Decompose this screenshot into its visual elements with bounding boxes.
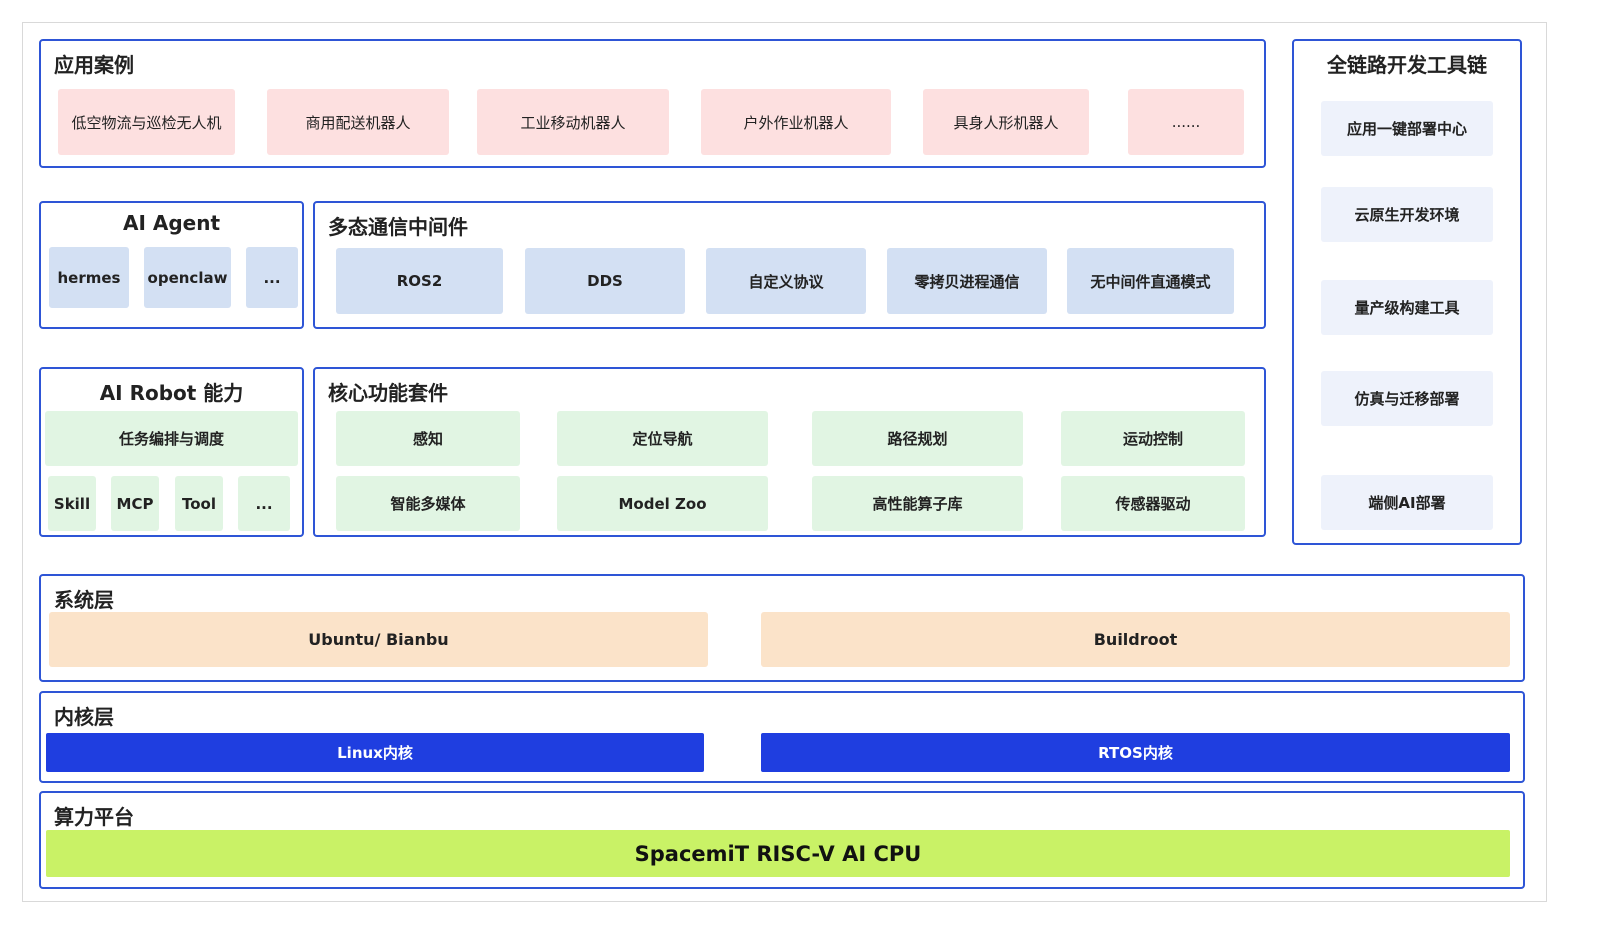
core-perception: 感知 <box>336 411 520 466</box>
system-layer-title: 系统层 <box>54 588 114 612</box>
ai-agent-panel: AI Agent hermes openclaw ... <box>39 201 304 329</box>
core-multimedia: 智能多媒体 <box>336 476 520 531</box>
core-kit-title: 核心功能套件 <box>328 381 448 405</box>
agent-hermes: hermes <box>49 247 129 308</box>
core-model-zoo: Model Zoo <box>557 476 768 531</box>
case-industrial-robot: 工业移动机器人 <box>477 89 669 155</box>
case-low-altitude-drone: 低空物流与巡检无人机 <box>58 89 235 155</box>
tool-simulation-deploy: 仿真与迁移部署 <box>1321 371 1493 426</box>
toolchain-title: 全链路开发工具链 <box>1327 53 1487 77</box>
ai-agent-title: AI Agent <box>122 211 221 235</box>
kernel-layer-panel: 内核层 Linux内核 RTOS内核 <box>39 691 1525 783</box>
middleware-direct-mode: 无中间件直通模式 <box>1067 248 1234 314</box>
agent-more: ... <box>246 247 298 308</box>
core-motion-control: 运动控制 <box>1061 411 1245 466</box>
kernel-rtos: RTOS内核 <box>761 733 1510 772</box>
case-more: ...... <box>1128 89 1244 155</box>
tool-edge-ai-deploy: 端侧AI部署 <box>1321 475 1493 530</box>
ai-robot-panel: AI Robot 能力 任务编排与调度 Skill MCP Tool ... <box>39 367 304 537</box>
case-humanoid-robot: 具身人形机器人 <box>923 89 1089 155</box>
core-localization: 定位导航 <box>557 411 768 466</box>
middleware-ros2: ROS2 <box>336 248 503 314</box>
middleware-zero-copy-ipc: 零拷贝进程通信 <box>887 248 1047 314</box>
kernel-layer-title: 内核层 <box>54 705 114 729</box>
os-buildroot: Buildroot <box>761 612 1510 667</box>
robot-tool: Tool <box>175 476 223 531</box>
core-operator-lib: 高性能算子库 <box>812 476 1023 531</box>
core-kit-panel: 核心功能套件 感知 定位导航 路径规划 运动控制 智能多媒体 Model Zoo… <box>313 367 1266 537</box>
middleware-title: 多态通信中间件 <box>328 215 468 239</box>
tool-cloud-native-env: 云原生开发环境 <box>1321 187 1493 242</box>
middleware-panel: 多态通信中间件 ROS2 DDS 自定义协议 零拷贝进程通信 无中间件直通模式 <box>313 201 1266 329</box>
os-ubuntu-bianbu: Ubuntu/ Bianbu <box>49 612 708 667</box>
system-layer-panel: 系统层 Ubuntu/ Bianbu Buildroot <box>39 574 1525 682</box>
application-title: 应用案例 <box>54 53 134 77</box>
cpu-spacemit-riscv: SpacemiT RISC-V AI CPU <box>46 830 1510 877</box>
core-sensor-driver: 传感器驱动 <box>1061 476 1245 531</box>
agent-openclaw: openclaw <box>144 247 231 308</box>
middleware-dds: DDS <box>525 248 685 314</box>
task-orchestration: 任务编排与调度 <box>45 411 298 466</box>
robot-skill: Skill <box>48 476 96 531</box>
robot-mcp: MCP <box>111 476 159 531</box>
tool-one-click-deploy: 应用一键部署中心 <box>1321 101 1493 156</box>
ai-robot-title: AI Robot 能力 <box>99 381 244 405</box>
case-delivery-robot: 商用配送机器人 <box>267 89 449 155</box>
kernel-linux: Linux内核 <box>46 733 704 772</box>
case-outdoor-robot: 户外作业机器人 <box>701 89 891 155</box>
compute-platform-panel: 算力平台 SpacemiT RISC-V AI CPU <box>39 791 1525 889</box>
robot-more: ... <box>238 476 290 531</box>
application-panel: 应用案例 低空物流与巡检无人机 商用配送机器人 工业移动机器人 户外作业机器人 … <box>39 39 1266 168</box>
core-path-planning: 路径规划 <box>812 411 1023 466</box>
toolchain-panel: 全链路开发工具链 应用一键部署中心 云原生开发环境 量产级构建工具 仿真与迁移部… <box>1292 39 1522 545</box>
compute-platform-title: 算力平台 <box>54 805 134 829</box>
middleware-custom-protocol: 自定义协议 <box>706 248 866 314</box>
tool-mass-production-build: 量产级构建工具 <box>1321 280 1493 335</box>
